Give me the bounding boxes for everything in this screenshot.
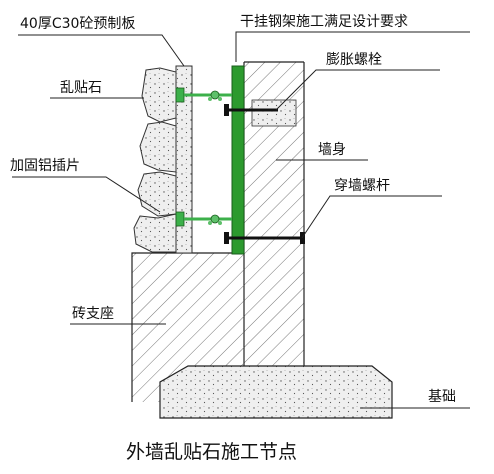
- foundation: [159, 365, 393, 419]
- label-precast-panel: 40厚C30砼预制板: [20, 16, 135, 32]
- label-wall: 墙身: [318, 142, 346, 158]
- label-steel-frame-requirement: 干挂钢架施工满足设计要求: [240, 14, 408, 30]
- anchor-clip-lower: [175, 211, 232, 227]
- wall-body: [243, 61, 305, 402]
- expansion-bolt: [224, 104, 278, 116]
- anchor-clip-upper: [175, 87, 232, 103]
- label-aluminum-clip: 加固铝插片: [10, 158, 80, 174]
- diagram-caption: 外墙乱贴石施工节点: [126, 441, 297, 463]
- label-brick-base: 砖支座: [72, 306, 114, 322]
- stone-cladding: [133, 67, 177, 253]
- steel-keel: [231, 65, 245, 255]
- label-expansion-bolt: 膨胀螺栓: [326, 51, 382, 68]
- leader-lines: [12, 31, 470, 409]
- label-through-wall-bolt: 穿墙螺杆: [334, 178, 390, 194]
- label-foundation: 基础: [428, 388, 456, 405]
- label-stone: 乱贴石: [60, 80, 102, 96]
